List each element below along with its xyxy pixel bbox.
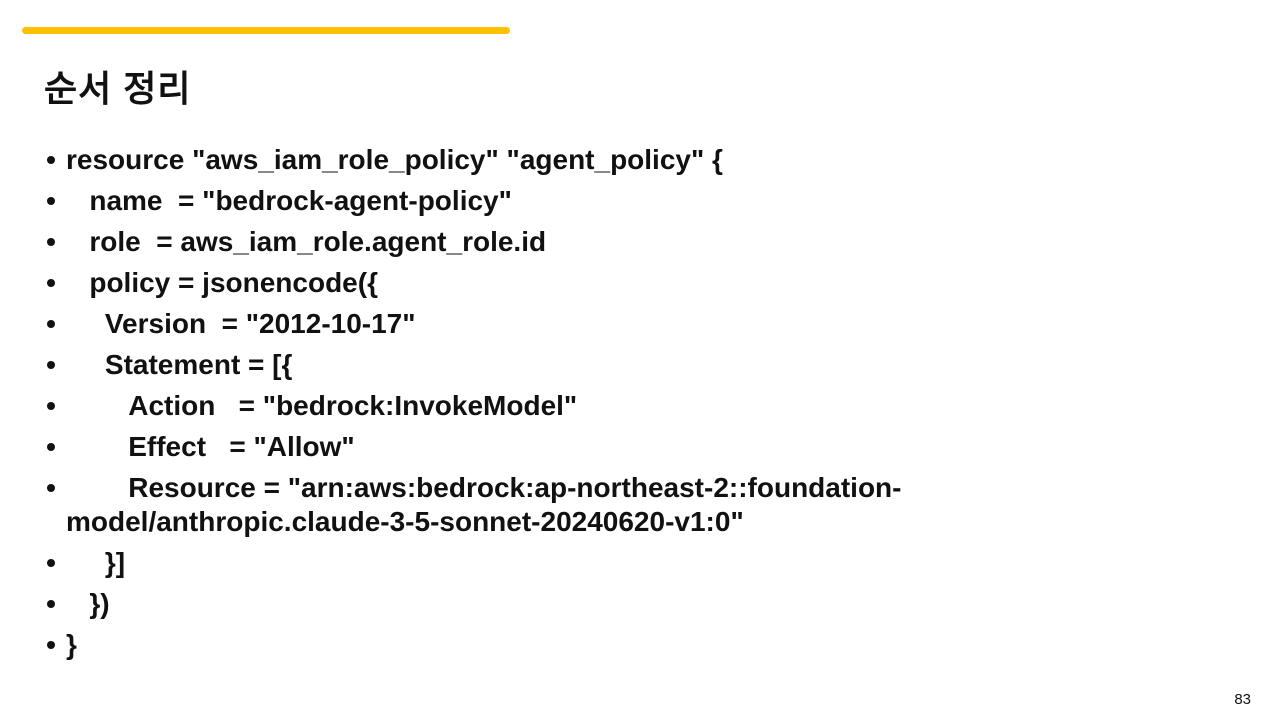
bullet-item: role = aws_iam_role.agent_role.id — [47, 225, 1097, 259]
bullet-dot-icon — [47, 156, 55, 164]
code-line-text: Action = "bedrock:InvokeModel" — [66, 390, 578, 421]
bullet-dot-icon — [47, 279, 55, 287]
bullet-item: } — [47, 628, 1097, 662]
slide-title: 순서 정리 — [44, 68, 192, 110]
code-line-text: resource "aws_iam_role_policy" "agent_po… — [66, 144, 723, 175]
bullet-dot-icon — [47, 484, 55, 492]
bullet-dot-icon — [47, 559, 55, 567]
bullet-item: Statement = [{ — [47, 348, 1097, 382]
code-line-text: } — [66, 629, 77, 660]
bullet-item: Version = "2012-10-17" — [47, 307, 1097, 341]
bullet-dot-icon — [47, 238, 55, 246]
code-line-text: name = "bedrock-agent-policy" — [66, 185, 512, 216]
bullet-item: policy = jsonencode({ — [47, 266, 1097, 300]
bullet-dot-icon — [47, 641, 55, 649]
bullet-item: }] — [47, 546, 1097, 580]
bullet-item: Effect = "Allow" — [47, 430, 1097, 464]
bullet-dot-icon — [47, 402, 55, 410]
bullet-dot-icon — [47, 443, 55, 451]
bullet-item: Resource = "arn:aws:bedrock:ap-northeast… — [47, 471, 1097, 539]
code-line-text: Version = "2012-10-17" — [66, 308, 416, 339]
bullet-item: }) — [47, 587, 1097, 621]
bullet-dot-icon — [47, 600, 55, 608]
code-line-text: role = aws_iam_role.agent_role.id — [66, 226, 547, 257]
bullet-dot-icon — [47, 197, 55, 205]
bullet-item: name = "bedrock-agent-policy" — [47, 184, 1097, 218]
code-line-text: Resource = "arn:aws:bedrock:ap-northeast… — [66, 472, 902, 537]
bullet-dot-icon — [47, 361, 55, 369]
code-line-text: Statement = [{ — [66, 349, 293, 380]
code-bullet-list: resource "aws_iam_role_policy" "agent_po… — [47, 143, 1097, 669]
bullet-item: Action = "bedrock:InvokeModel" — [47, 389, 1097, 423]
title-accent-bar — [22, 27, 510, 34]
code-line-text: Effect = "Allow" — [66, 431, 355, 462]
page-number: 83 — [1234, 691, 1251, 708]
code-line-text: }) — [66, 588, 110, 619]
bullet-dot-icon — [47, 320, 55, 328]
bullet-item: resource "aws_iam_role_policy" "agent_po… — [47, 143, 1097, 177]
code-line-text: policy = jsonencode({ — [66, 267, 378, 298]
code-line-text: }] — [66, 547, 126, 578]
